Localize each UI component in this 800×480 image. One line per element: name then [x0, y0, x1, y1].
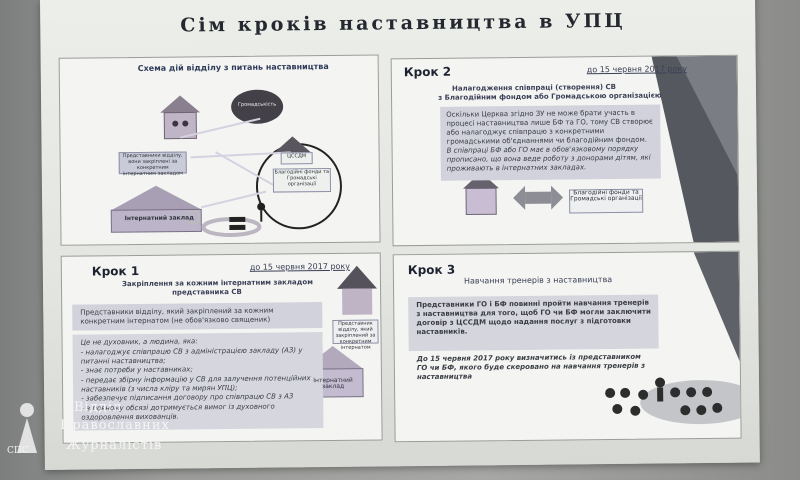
charity-box: Благодійні фонди та Громадські організац…: [273, 168, 331, 193]
step3-body: Представники ГО і БФ повинні пройти навч…: [416, 299, 652, 337]
cssdm-label: ЦССДМ: [281, 152, 313, 164]
internat-label: Інтернатний заклад: [119, 215, 199, 222]
scheme-diagram: [60, 55, 380, 244]
panel-step2: Крок 2 до 15 червня 2017 року Налагоджен…: [391, 55, 740, 247]
center-left-box: Представники відділу, вони закріплені за…: [119, 151, 187, 174]
family-house-icon: [342, 289, 372, 315]
watermark-prefix: СПС: [7, 446, 29, 456]
step1-body: Представники відділу, який закріплений з…: [80, 306, 316, 326]
watermark-line-3: Журналістів: [66, 438, 162, 453]
watermark-logo: СПС Відділ Православних Журналістів: [4, 398, 214, 478]
step2-body: Оскільки Церква згідно ЗУ не може брати …: [446, 109, 654, 147]
step2-heading: Крок 2: [404, 65, 451, 79]
arrow-left-icon: [513, 186, 525, 210]
step3-heading: Крок 3: [408, 263, 455, 277]
watermark-line-1: Відділ: [74, 400, 122, 415]
panel-scheme: Схема дій відділу з питань наставництва …: [59, 54, 381, 245]
step2-date: до 15 червня 2017 року: [587, 64, 687, 74]
step1-date: до 15 червня 2017 року: [250, 262, 350, 272]
step1-heading: Крок 1: [92, 264, 139, 278]
community-label: Громадськість: [235, 102, 279, 114]
step2-subtitle-1: Налагодження співпраці (створення) СВ: [452, 83, 616, 93]
step3-text-box: Представники ГО і БФ повинні пройти навч…: [408, 295, 659, 352]
family-house-icon: [466, 188, 496, 214]
class-floor: [640, 379, 741, 424]
panel-step3: Крок 3 Навчання тренерів з наставництва …: [393, 251, 742, 443]
watermark-line-2: Православних: [60, 418, 170, 433]
step1-text-box: Представники відділу, який закріплений з…: [72, 302, 322, 331]
step1-subtitle-2: представника СВ: [172, 288, 242, 297]
step1-house-label: Інтернатний заклад: [307, 378, 359, 391]
step2-body-italic: В співпраці БФ або ГО має в обов'язковом…: [447, 145, 655, 174]
roof-icon: [160, 95, 200, 112]
step1-duties-intro: Це не духовник, а людина, яка:: [81, 337, 198, 347]
step1-card: Представник відділу, який закріплений за…: [332, 319, 378, 343]
arrow-right-icon: [551, 186, 563, 210]
step3-body-italic: До 15 червня 2017 року визначитись із пр…: [417, 353, 647, 382]
step3-subtitle: Навчання тренерів з наставництва: [464, 275, 612, 286]
step2-text-box: Оскільки Церква згідно ЗУ не може брати …: [440, 105, 661, 181]
step2-charity-box: Благодійні фонди та Громадські організац…: [569, 189, 643, 214]
poster-title: Сім кроків наставництва в УПЦ: [180, 10, 626, 37]
